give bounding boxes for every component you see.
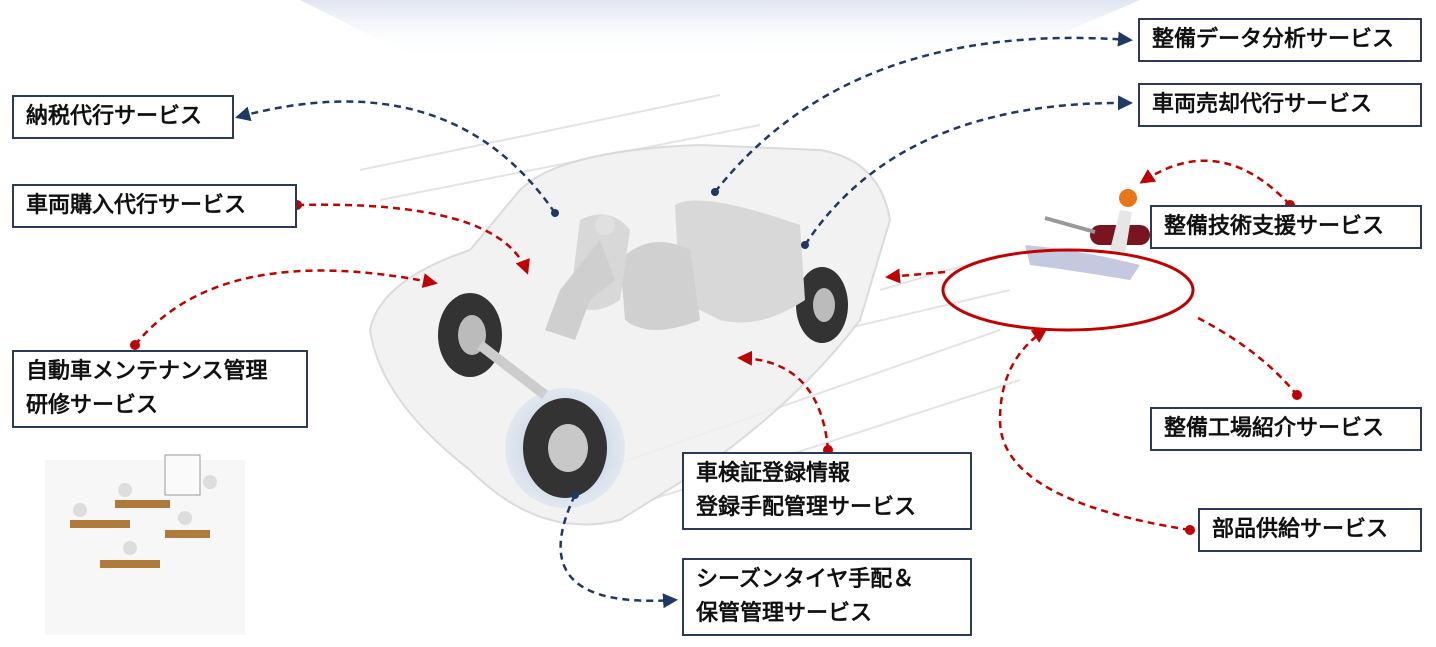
arrow-training — [134, 269, 438, 346]
arrow-data-analysis — [714, 31, 1133, 193]
arrow-sale — [803, 95, 1133, 246]
arrow-tire — [559, 494, 678, 609]
label-line2: 研修サービス — [26, 393, 159, 418]
label: 車両購入代行サービス — [26, 193, 247, 218]
training-service-box: 自動車メンテナンス管理研修サービス — [12, 350, 308, 428]
purchase-service-box: 車両購入代行サービス — [12, 184, 297, 228]
label: 車両売却代行サービス — [1152, 92, 1373, 117]
tech-support-service-box: 整備技術支援サービス — [1150, 205, 1422, 249]
classroom-illustration — [45, 454, 245, 635]
arrow-purchase — [296, 203, 530, 275]
arrow-tax — [235, 100, 557, 214]
arrow-ring-to-car — [885, 268, 946, 284]
label-line1: 自動車メンテナンス管理 — [26, 359, 268, 384]
label-line2: 保管管理サービス — [696, 601, 873, 626]
tire-service-box: シーズンタイヤ手配＆ 保管管理サービス — [682, 558, 972, 636]
label: 納税代行サービス — [26, 104, 203, 129]
label-line2: 登録手配管理サービス — [696, 495, 917, 520]
mechanic-wrench-illustration — [1025, 189, 1150, 280]
factory-intro-service-box: 整備工場紹介サービス — [1150, 407, 1422, 451]
arrow-tech-support — [1139, 159, 1291, 206]
sale-service-box: 車両売却代行サービス — [1138, 83, 1422, 127]
label-line1: 車検証登録情報 — [696, 461, 851, 486]
label-line1: シーズンタイヤ手配＆ — [696, 567, 915, 592]
label: 整備技術支援サービス — [1164, 214, 1385, 239]
arrow-parts — [998, 328, 1191, 532]
label: 部品供給サービス — [1212, 517, 1389, 542]
data-analysis-service-box: 整備データ分析サービス — [1138, 18, 1422, 62]
label: 整備工場紹介サービス — [1164, 416, 1385, 441]
arrow-registration — [737, 350, 830, 451]
parts-service-box: 部品供給サービス — [1198, 508, 1422, 552]
tax-service-box: 納税代行サービス — [12, 95, 234, 139]
registration-service-box: 車検証登録情報登録手配管理サービス — [682, 452, 972, 530]
arrow-factory — [1197, 316, 1298, 396]
label: 整備データ分析サービス — [1152, 27, 1395, 52]
support-cycle-ring — [941, 248, 1195, 332]
